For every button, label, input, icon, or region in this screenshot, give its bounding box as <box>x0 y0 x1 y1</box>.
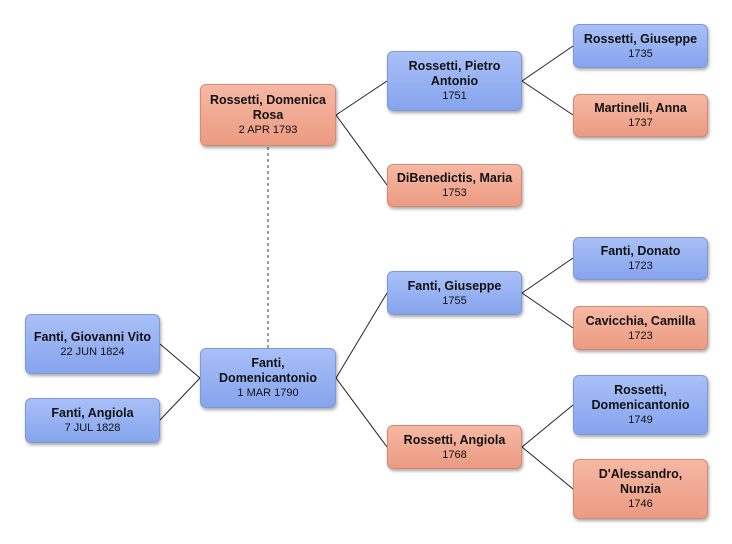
connector-line <box>159 343 201 379</box>
person-date: 1 MAR 1790 <box>237 387 299 399</box>
person-name: Fanti, Angiola <box>51 406 134 420</box>
person-name: Fanti, Donato <box>600 244 681 258</box>
person-name: Rossetti, Pietro Antonio <box>408 59 501 88</box>
person-box-anna-martinelli[interactable]: Martinelli, Anna 1737 <box>573 94 708 137</box>
person-date: 1737 <box>628 117 653 129</box>
person-box-angiola-rossetti[interactable]: Rossetti, Angiola 1768 <box>387 425 522 469</box>
person-date: 1753 <box>442 187 467 199</box>
person-name: Martinelli, Anna <box>594 101 687 115</box>
person-name: Rossetti, Giuseppe <box>583 31 698 46</box>
connector-line <box>335 114 388 186</box>
person-box-domenicantonio-rossetti[interactable]: Rossetti, Domenicantonio 1749 <box>573 375 708 435</box>
connector-line <box>521 257 574 294</box>
person-name: Rossetti, Domenicantonio <box>591 383 690 412</box>
person-box-giuseppe-rossetti[interactable]: Rossetti, Giuseppe 1735 <box>573 24 708 68</box>
person-date: 1768 <box>442 448 467 461</box>
person-name: Fanti, Domenicantonio <box>219 356 317 385</box>
person-name: Fanti, Giovanni Vito <box>33 329 152 344</box>
connector-line <box>159 377 201 421</box>
connector-line <box>521 80 574 116</box>
person-box-camilla-cavicchia[interactable]: Cavicchia, Camilla 1723 <box>573 306 708 350</box>
person-box-giovanni-vito[interactable]: Fanti, Giovanni Vito 22 JUN 1824 <box>25 314 160 374</box>
connector-line <box>521 292 574 329</box>
person-date: 1723 <box>628 260 653 272</box>
person-name: Rossetti, Angiola <box>403 432 506 447</box>
person-date: 1735 <box>628 47 653 60</box>
person-name: DiBenedictis, Maria <box>396 171 513 185</box>
person-box-maria-dibenedictis[interactable]: DiBenedictis, Maria 1753 <box>387 164 522 207</box>
connector-line <box>335 292 388 379</box>
person-date: 1746 <box>628 498 653 510</box>
person-name: Rossetti, Domenica Rosa <box>209 93 326 122</box>
person-date: 22 JUN 1824 <box>60 345 125 358</box>
person-date: 1755 <box>442 294 467 307</box>
person-date: 1751 <box>442 90 467 102</box>
person-box-donato-fanti[interactable]: Fanti, Donato 1723 <box>573 237 708 280</box>
person-box-domenica-rosa[interactable]: Rossetti, Domenica Rosa 2 APR 1793 <box>200 84 336 146</box>
person-box-giuseppe-fanti[interactable]: Fanti, Giuseppe 1755 <box>387 271 522 315</box>
connector-line <box>335 377 388 448</box>
person-date: 2 APR 1793 <box>238 124 298 136</box>
person-name: Cavicchia, Camilla <box>585 313 696 328</box>
connector-line <box>521 45 574 82</box>
person-date: 1749 <box>628 414 653 426</box>
connector-line <box>335 80 388 116</box>
person-name: D'Alessandro, Nunzia <box>598 467 683 496</box>
person-box-domenicantonio-fanti[interactable]: Fanti, Domenicantonio 1 MAR 1790 <box>200 348 336 408</box>
person-box-nunzia-dalessandro[interactable]: D'Alessandro, Nunzia 1746 <box>573 459 708 519</box>
person-date: 1723 <box>628 329 653 342</box>
connector-line <box>521 404 574 448</box>
connector-line <box>521 446 574 490</box>
person-name: Fanti, Giuseppe <box>407 278 502 293</box>
person-box-angiola-fanti[interactable]: Fanti, Angiola 7 JUL 1828 <box>25 398 160 443</box>
person-date: 7 JUL 1828 <box>64 422 121 434</box>
person-box-pietro-antonio[interactable]: Rossetti, Pietro Antonio 1751 <box>387 51 522 111</box>
